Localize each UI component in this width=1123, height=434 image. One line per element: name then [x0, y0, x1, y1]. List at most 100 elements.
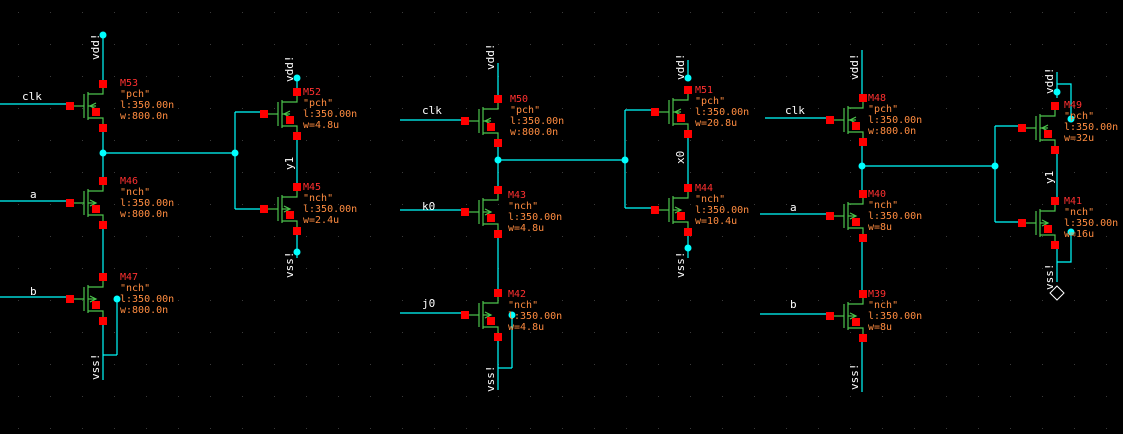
- grid-dot: [434, 300, 435, 301]
- grid-dot: [370, 268, 371, 269]
- pin-diamond-icon: [1049, 285, 1065, 301]
- grid-dot: [242, 44, 243, 45]
- grid-dot: [274, 76, 275, 77]
- grid-dot: [946, 236, 947, 237]
- bulk-pin: [286, 211, 294, 219]
- grid-dot: [402, 12, 403, 13]
- grid-dot: [818, 300, 819, 301]
- grid-dot: [786, 396, 787, 397]
- grid-dot: [754, 12, 755, 13]
- grid-dot: [306, 236, 307, 237]
- input-a-label: a: [790, 201, 797, 214]
- grid-dot: [690, 172, 691, 173]
- grid-dot: [1074, 396, 1075, 397]
- grid-dot: [306, 428, 307, 429]
- grid-dot: [1074, 76, 1075, 77]
- grid-dot: [754, 108, 755, 109]
- grid-dot: [626, 332, 627, 333]
- device-length: l:350.00n: [1064, 218, 1118, 229]
- grid-dot: [946, 44, 947, 45]
- grid-dot: [594, 108, 595, 109]
- vdd-connector: [99, 31, 107, 39]
- device-width: w=32u: [1064, 133, 1094, 144]
- grid-dot: [402, 140, 403, 141]
- device-name: M41: [1064, 196, 1082, 207]
- grid-dot: [722, 140, 723, 141]
- device-model: "pch": [510, 105, 540, 116]
- grid-dot: [978, 140, 979, 141]
- grid-dot: [338, 364, 339, 365]
- grid-dot: [818, 268, 819, 269]
- bulk-pin: [1044, 130, 1052, 138]
- grid-dot: [402, 172, 403, 173]
- wires-layer: [0, 31, 1075, 392]
- grid-dot: [242, 108, 243, 109]
- grid-dot: [914, 172, 915, 173]
- source-pin: [684, 228, 692, 236]
- grid-dot: [434, 140, 435, 141]
- grid-dot: [178, 140, 179, 141]
- grid-dot: [178, 236, 179, 237]
- grid-dot: [722, 332, 723, 333]
- grid-dot: [562, 108, 563, 109]
- grid-dot: [274, 140, 275, 141]
- grid-dot: [274, 396, 275, 397]
- grid-dot: [1106, 396, 1107, 397]
- grid-dot: [274, 12, 275, 13]
- device-model: "nch": [868, 300, 898, 311]
- device-name: M40: [868, 189, 886, 200]
- device-name: M49: [1064, 100, 1082, 111]
- grid-dot: [914, 44, 915, 45]
- device-model: "pch": [1064, 111, 1094, 122]
- device-name: M46: [120, 176, 138, 187]
- wire: [1057, 232, 1072, 263]
- grid-dot: [1106, 364, 1107, 365]
- grid-dot: [338, 300, 339, 301]
- grid-dot: [882, 364, 883, 365]
- grid-dot: [978, 236, 979, 237]
- grid-dot: [722, 172, 723, 173]
- grid-dot: [818, 364, 819, 365]
- grid-dot: [306, 332, 307, 333]
- grid-dot: [562, 76, 563, 77]
- source-pin: [293, 132, 301, 140]
- grid-dot: [50, 332, 51, 333]
- grid-dot: [594, 44, 595, 45]
- grid-dot: [946, 268, 947, 269]
- grid-dot: [146, 300, 147, 301]
- device-width: w=16u: [1064, 229, 1094, 240]
- grid-dot: [754, 140, 755, 141]
- grid-dot: [114, 44, 115, 45]
- grid-dot: [82, 396, 83, 397]
- bulk-pin: [1044, 225, 1052, 233]
- device-name: M39: [868, 289, 886, 300]
- grid-dot: [466, 364, 467, 365]
- device-name: M53: [120, 78, 138, 89]
- grid-dot: [882, 76, 883, 77]
- grid-dot: [434, 108, 435, 109]
- grid-dot: [146, 204, 147, 205]
- grid-dot: [978, 172, 979, 173]
- gate-pin: [260, 205, 268, 213]
- grid-dot: [466, 76, 467, 77]
- source-pin: [859, 334, 867, 342]
- grid-dot: [370, 44, 371, 45]
- grid-dot: [210, 300, 211, 301]
- grid-dot: [818, 12, 819, 13]
- vdd-label: vdd!: [89, 34, 102, 61]
- grid-dot: [658, 300, 659, 301]
- grid-dot: [402, 396, 403, 397]
- grid-dot: [594, 76, 595, 77]
- drain-pin: [99, 80, 107, 88]
- grid-dot: [786, 76, 787, 77]
- grid-dot: [786, 44, 787, 45]
- grid-dot: [946, 172, 947, 173]
- grid-dot: [978, 332, 979, 333]
- grid-dot: [882, 236, 883, 237]
- grid-dot: [146, 332, 147, 333]
- bulk-pin: [92, 108, 100, 116]
- grid-dot: [722, 44, 723, 45]
- grid-dot: [1010, 108, 1011, 109]
- grid-dot: [850, 140, 851, 141]
